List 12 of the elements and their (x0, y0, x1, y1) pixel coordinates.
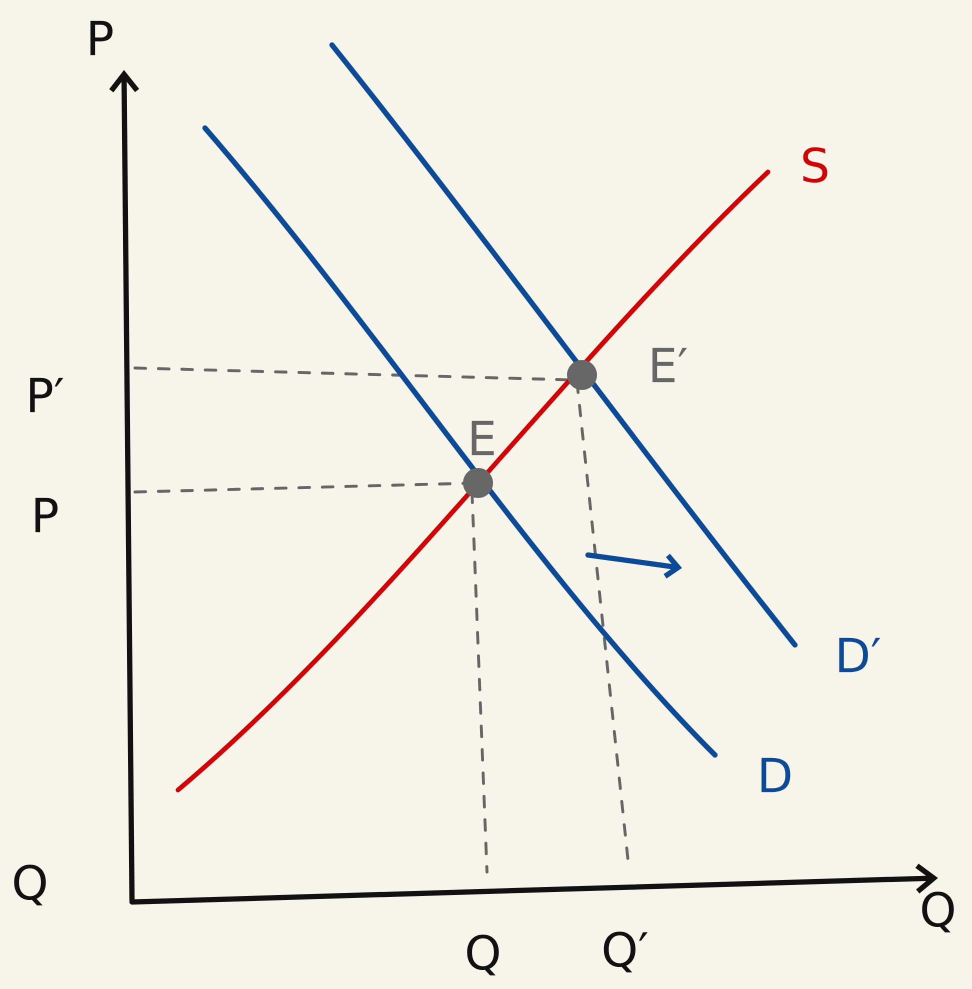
point-label: E (472, 420, 494, 456)
point-label: E′ (652, 348, 687, 382)
axis-label: P (35, 498, 58, 532)
curve-label: D′ (839, 638, 880, 672)
axis-label: Q′ (604, 932, 648, 972)
axis-label: P′ (30, 378, 64, 412)
axis-label: P (90, 20, 113, 56)
axis-label: Q (922, 892, 954, 932)
axis-label: Q (467, 934, 499, 976)
curve-label: D (762, 758, 790, 792)
axis-label: Q (14, 864, 46, 906)
curve-label: S (803, 147, 828, 183)
